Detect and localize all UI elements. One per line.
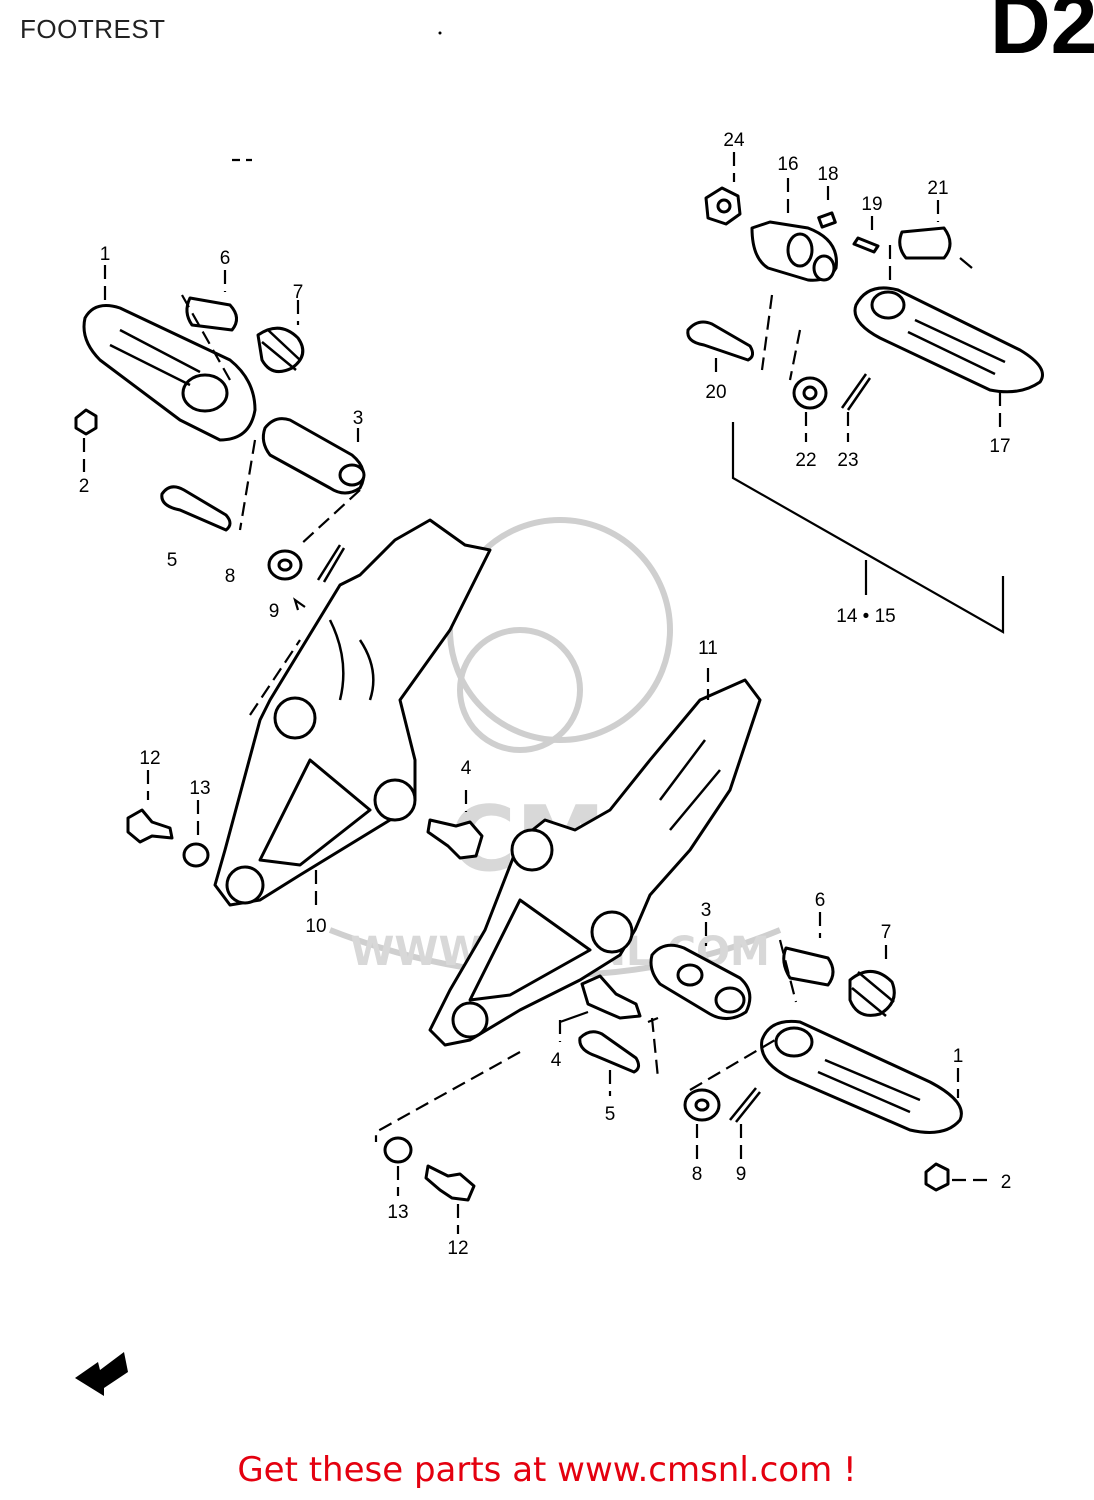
label-4-upper: 4: [461, 758, 472, 779]
label-3-left: 3: [353, 408, 364, 429]
bolt-12-left: [126, 808, 174, 844]
label-6-left: 6: [220, 248, 231, 269]
label-9-right: 9: [736, 1164, 747, 1185]
label-9-left: 9: [269, 601, 280, 622]
bolt-4-upper: [426, 818, 484, 860]
label-7-right: 7: [881, 922, 892, 943]
left-nut-2: [74, 408, 98, 436]
label-21: 21: [927, 178, 948, 199]
label-16: 16: [777, 154, 798, 175]
label-8-left: 8: [225, 566, 236, 587]
label-18: 18: [817, 164, 838, 185]
label-13-left: 13: [189, 778, 210, 799]
label-8-right: 8: [692, 1164, 703, 1185]
label-12-left: 12: [139, 748, 160, 769]
label-17: 17: [989, 436, 1010, 457]
left-bushing-6: [185, 296, 238, 332]
left-pin-5: [160, 485, 232, 532]
label-14-15: 14 • 15: [836, 606, 895, 627]
group-bracket-14-15: [731, 422, 1005, 634]
section-code: D2: [990, 0, 1094, 71]
label-2-right: 2: [1001, 1172, 1012, 1193]
nut-24: [704, 186, 742, 226]
pin-20: [686, 320, 755, 362]
label-2-left: 2: [79, 476, 90, 497]
pin-18: [817, 211, 837, 229]
front-direction-arrow-icon: [75, 1352, 128, 1396]
label-23: 23: [837, 450, 858, 471]
pivot-16: [750, 220, 838, 282]
right-pin-5: [578, 1030, 641, 1074]
clip-19: [852, 236, 880, 254]
label-5-left: 5: [167, 550, 178, 571]
page-title: FOOTREST: [20, 14, 166, 44]
label-22: 22: [795, 450, 816, 471]
left-bracket-10: [213, 518, 492, 907]
label-3-right: 3: [701, 900, 712, 921]
right-washer-8: [683, 1088, 721, 1122]
label-6-right: 6: [815, 890, 826, 911]
right-peg-1: [760, 1019, 963, 1134]
right-peg-17: [853, 286, 1044, 394]
label-1-left: 1: [100, 244, 111, 265]
label-20: 20: [705, 382, 726, 403]
right-bushing-6: [782, 946, 835, 987]
right-spring-7: [848, 970, 896, 1017]
washer-22: [792, 376, 828, 410]
left-spring-7: [256, 326, 305, 374]
label-1-right: 1: [953, 1046, 964, 1067]
left-footrest-peg: [82, 304, 257, 442]
right-cotter-9: [729, 1087, 761, 1123]
label-13-right: 13: [387, 1202, 408, 1223]
bushing-21: [898, 226, 952, 260]
label-7-left: 7: [293, 282, 304, 303]
left-cotter-9: [316, 544, 346, 583]
cotter-23: [840, 373, 872, 411]
label-11: 11: [698, 638, 718, 659]
right-nut-2: [924, 1162, 950, 1192]
right-pivot-3: [649, 943, 752, 1020]
label-24: 24: [723, 130, 745, 151]
label-19: 19: [861, 194, 882, 215]
bolt-4-lower: [580, 974, 642, 1020]
label-10: 10: [305, 916, 326, 937]
left-washer-8: [267, 549, 303, 581]
label-12-right: 12: [447, 1238, 468, 1259]
washer-13-left: [182, 842, 210, 868]
footer-promo-text: Get these parts at www.cmsnl.com !: [237, 1450, 857, 1490]
right-bracket-11: [428, 678, 762, 1047]
washer-13-right: [383, 1136, 413, 1164]
label-5-right: 5: [605, 1104, 616, 1125]
bolt-12-right: [424, 1164, 476, 1202]
left-pivot-3: [261, 417, 366, 495]
label-4-lower: 4: [551, 1050, 562, 1071]
